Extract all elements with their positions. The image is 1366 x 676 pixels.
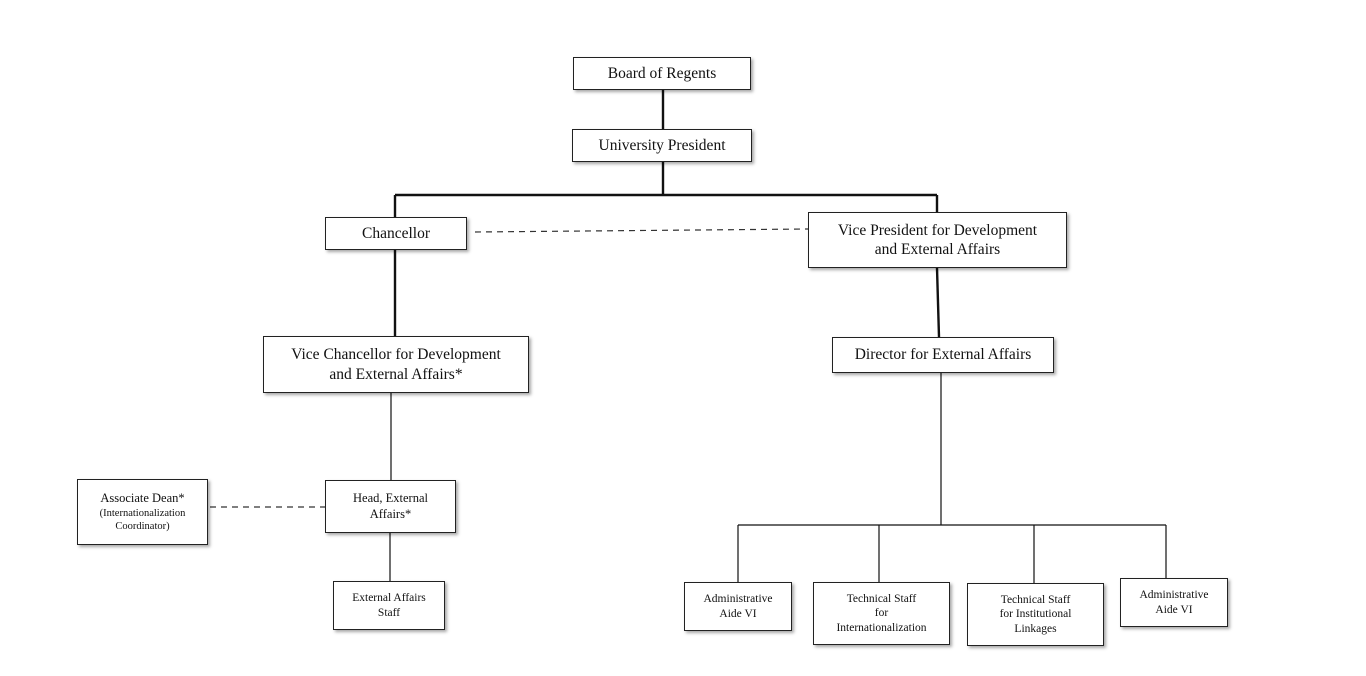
admin-aide-1-box: Administrative Aide VI [684,582,792,631]
tech-staff-linkages-box: Technical Staff for Institutional Linkag… [967,583,1104,646]
university-president-label: University President [598,136,726,154]
associate-dean-note: (Internationalization Coordinator) [99,507,186,532]
vice-chancellor-box: Vice Chancellor for Development and Exte… [263,336,529,393]
chancellor-label: Chancellor [361,224,430,242]
external-staff-box: External Affairs Staff [333,581,445,630]
connector-vp-director [935,267,941,338]
director-external-box: Director for External Affairs [832,337,1054,373]
associate-dean-label: Associate Dean* [100,491,185,506]
chancellor-box: Chancellor [325,217,467,250]
director-external-label: Director for External Affairs [854,346,1032,364]
university-president-box: University President [572,129,752,162]
associate-dean-box: Associate Dean* (Internationalization Co… [77,479,208,545]
tech-staff-intl-label: Technical Staff for Internationalization [836,592,927,634]
board-of-regents-box: Board of Regents [573,57,751,90]
admin-aide-2-label: Administrative Aide VI [1139,589,1209,616]
tech-staff-linkages-label: Technical Staff for Institutional Linkag… [999,593,1072,635]
admin-aide-2-box: Administrative Aide VI [1120,578,1228,627]
head-external-box: Head, External Affairs* [325,480,456,533]
associate-dean-content: Associate Dean* (Internationalization Co… [100,491,186,533]
admin-aide-1-label: Administrative Aide VI [703,593,773,620]
head-external-label: Head, External Affairs* [353,490,428,521]
vp-development-box: Vice President for Development and Exter… [808,212,1067,268]
board-of-regents-label: Board of Regents [607,64,717,82]
vp-development-label: Vice President for Development and Exter… [837,221,1038,258]
tech-staff-intl-box: Technical Staff for Internationalization [813,582,950,645]
connector-chancellor-vp-dashed [474,228,809,233]
external-staff-label: External Affairs Staff [352,592,426,619]
vice-chancellor-label: Vice Chancellor for Development and Exte… [291,346,501,383]
